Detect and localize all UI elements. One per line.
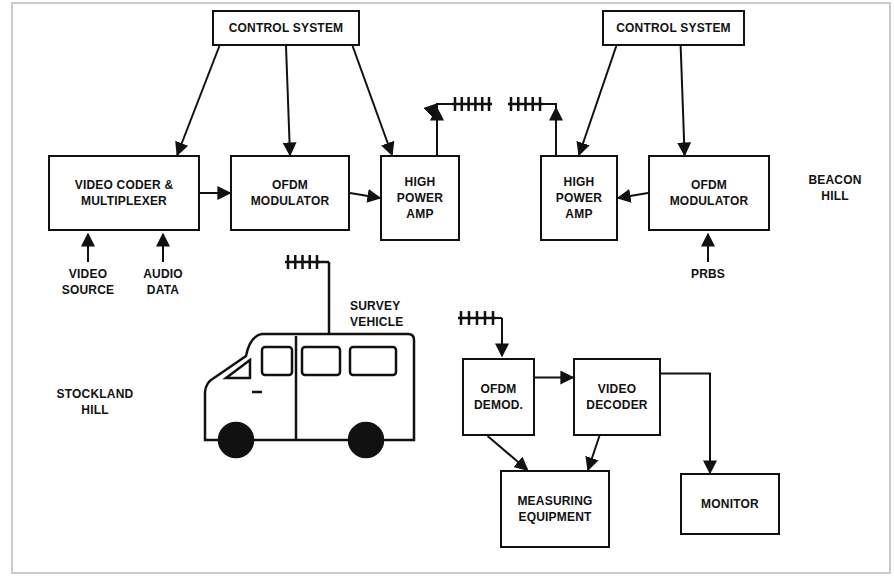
input-label: PRBS bbox=[683, 266, 733, 282]
box-label: VIDEO CODER & MULTIPLEXER bbox=[58, 177, 190, 209]
box-label: CONTROL SYSTEM bbox=[616, 20, 731, 36]
yagi-antenna bbox=[285, 255, 320, 269]
process-box: OFDM DEMOD. bbox=[462, 358, 535, 436]
output-box: MEASURING EQUIPMENT bbox=[500, 470, 610, 548]
vehicle-label: SURVEY VEHICLE bbox=[350, 298, 430, 330]
vehicle-door bbox=[295, 336, 298, 440]
feeder-line bbox=[437, 104, 455, 155]
process-box: OFDM MODULATOR bbox=[648, 155, 770, 231]
yagi-antenna bbox=[508, 97, 543, 111]
feeder-arrow bbox=[555, 108, 557, 130]
antenna-element bbox=[510, 97, 513, 111]
feeder-line bbox=[494, 317, 502, 319]
antenna-element bbox=[474, 97, 477, 111]
antenna-element bbox=[309, 255, 312, 269]
antenna-element bbox=[294, 255, 297, 269]
antenna-element bbox=[461, 97, 464, 111]
frame bbox=[12, 3, 890, 573]
site-name: STOCKLAND HILL bbox=[50, 386, 140, 418]
antenna-element bbox=[467, 97, 470, 111]
antenna-element bbox=[488, 97, 491, 111]
signal-arrow bbox=[661, 374, 710, 473]
input-arrow bbox=[162, 234, 164, 262]
antenna-element bbox=[484, 311, 487, 325]
control-box: CONTROL SYSTEM bbox=[212, 10, 360, 46]
vehicle-window bbox=[262, 347, 292, 375]
antenna-element bbox=[301, 255, 304, 269]
antenna-element bbox=[454, 97, 457, 111]
antenna-element bbox=[539, 97, 542, 111]
site-name: BEACON HILL bbox=[804, 172, 866, 204]
box-label: OFDM MODULATOR bbox=[658, 177, 760, 209]
box-label: OFDM DEMOD. bbox=[472, 381, 525, 413]
vehicle-windscreen bbox=[226, 360, 250, 378]
antenna-boom bbox=[452, 103, 492, 106]
antenna-element bbox=[468, 311, 471, 325]
box-label: HIGH POWER AMP bbox=[550, 174, 608, 223]
signal-arrow bbox=[488, 436, 528, 470]
signal-arrow bbox=[353, 46, 392, 155]
signal-arrow bbox=[350, 193, 380, 198]
antenna-boom bbox=[318, 261, 329, 264]
signal-arrow bbox=[681, 46, 685, 155]
vehicle-wheel bbox=[219, 423, 253, 457]
signal-arrow bbox=[588, 436, 599, 470]
amplifier-box: HIGH POWER AMP bbox=[540, 155, 618, 241]
antenna-element bbox=[316, 255, 319, 269]
antenna-element bbox=[481, 97, 484, 111]
antenna-element bbox=[492, 311, 495, 325]
control-box: CONTROL SYSTEM bbox=[602, 10, 745, 46]
feeder-line bbox=[540, 104, 556, 155]
vehicle-window bbox=[350, 347, 396, 375]
signal-arrow bbox=[618, 193, 648, 198]
vehicle-wheel bbox=[349, 423, 383, 457]
box-label: MEASURING EQUIPMENT bbox=[510, 493, 600, 525]
vehicle-handle bbox=[252, 391, 262, 394]
input-arrow bbox=[87, 234, 89, 262]
feeder-arrow bbox=[436, 108, 438, 130]
signal-arrow bbox=[177, 46, 219, 155]
amplifier-box: HIGH POWER AMP bbox=[380, 155, 460, 241]
process-box: OFDM MODULATOR bbox=[230, 155, 350, 231]
box-label: CONTROL SYSTEM bbox=[229, 20, 344, 36]
input-label: AUDIO DATA bbox=[133, 266, 193, 298]
box-label: OFDM MODULATOR bbox=[240, 177, 340, 209]
process-box: VIDEO DECODER bbox=[573, 358, 661, 436]
box-label: HIGH POWER AMP bbox=[390, 174, 450, 223]
signal-arrow bbox=[286, 46, 290, 155]
antenna-element bbox=[460, 311, 463, 325]
output-box: MONITOR bbox=[680, 473, 780, 535]
feeder-arrow bbox=[501, 318, 503, 356]
yagi-antenna bbox=[452, 97, 492, 111]
input-label: VIDEO SOURCE bbox=[58, 266, 118, 298]
signal-arrow bbox=[200, 192, 230, 194]
antenna-mast bbox=[328, 262, 331, 333]
antenna-element bbox=[517, 97, 520, 111]
antenna-element bbox=[524, 97, 527, 111]
antenna-element bbox=[532, 97, 535, 111]
antenna-element bbox=[476, 311, 479, 325]
signal-arrow bbox=[535, 377, 573, 379]
box-label: VIDEO DECODER bbox=[583, 381, 651, 413]
antenna-element bbox=[287, 255, 290, 269]
yagi-antenna bbox=[458, 311, 496, 325]
input-arrow bbox=[707, 234, 709, 262]
vehicle-window bbox=[302, 347, 340, 375]
box-label: MONITOR bbox=[701, 496, 759, 512]
signal-arrow bbox=[579, 46, 616, 155]
process-box: VIDEO CODER & MULTIPLEXER bbox=[48, 155, 200, 231]
survey-vehicle bbox=[205, 334, 414, 457]
